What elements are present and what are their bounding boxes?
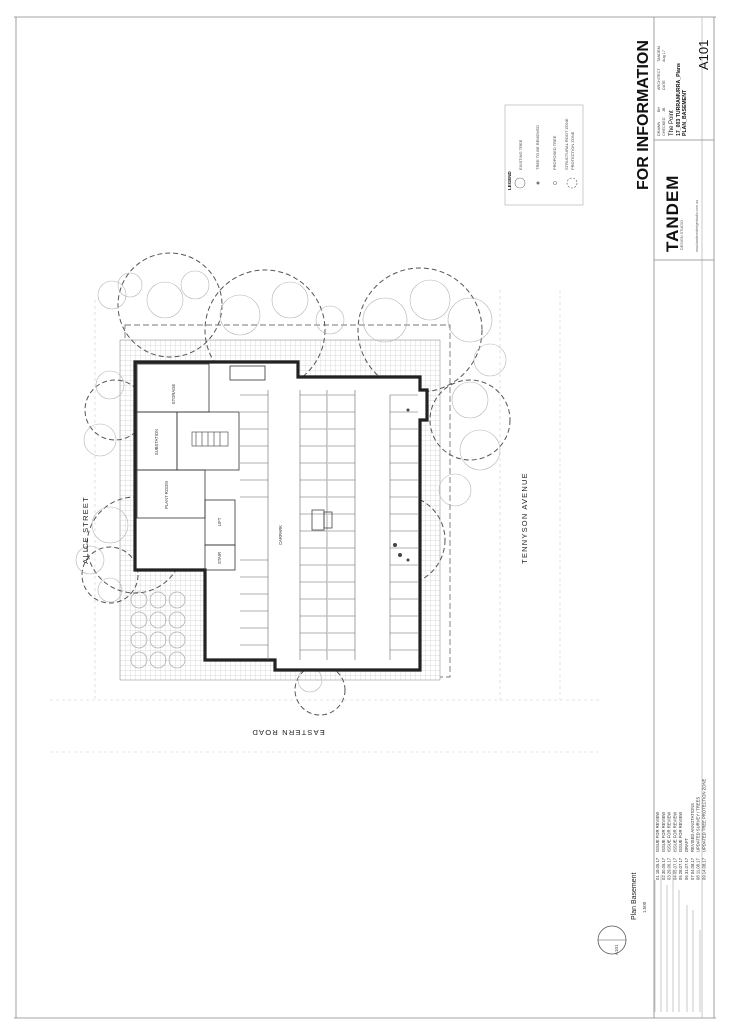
checked-value: JB (662, 107, 666, 112)
drawn-value: BH (657, 106, 661, 112)
plan-scale: 1:500 (642, 901, 647, 913)
existing-trees (75, 270, 507, 693)
general-notes (654, 870, 701, 1012)
legend-item-existing-tree: EXISTING TREE (518, 139, 523, 170)
legend-item-structural-root-zone: STRUCTURAL ROOT ZONE (564, 118, 569, 170)
firm-web: www.tandemdesignstudio.com.au (695, 200, 699, 252)
revision-description: ISSUE FOR REVIEW (667, 812, 672, 852)
revision-row: 02 30.05.17 (661, 857, 666, 880)
sheet-border (14, 16, 716, 1019)
revision-description: ISSUE FOR REVIEW (678, 812, 683, 852)
client-name: The Point (669, 110, 675, 136)
revision-row: 09 14.08.17 (701, 857, 706, 880)
central-core (311, 509, 333, 531)
revision-description: ISSUE FOR REVIEW (672, 812, 677, 852)
revision-description: ISSUE FOR REVIEW (655, 812, 660, 852)
proposed-trees (130, 591, 186, 669)
drawing-number: A101 (696, 40, 711, 70)
status-label: FOR INFORMATION (635, 40, 652, 190)
revision-description: DRAFT (684, 838, 689, 852)
architect-label: ARCHITECT (657, 68, 661, 90)
drawn-label: DRAWN (657, 122, 661, 136)
plan-title: Plan Basement (631, 872, 638, 920)
revision-description: REVISED ANNOTATIONS (690, 803, 695, 852)
stair-label: STAIR (217, 552, 222, 564)
legend-item-protection-zone: PROTECTION ZONE (570, 131, 575, 170)
column-markers (393, 408, 410, 562)
room-labels: STORAGE SUBSTATION PLANT ROOM CARPARK LI… (154, 384, 283, 564)
service-rooms (136, 363, 266, 571)
revision-description: UPDATED SURVEY / TREES (696, 796, 701, 852)
street-north-label: ALICE STREET (81, 496, 90, 564)
project-name: 17_003 TURRAMURRA_Plans (676, 63, 682, 136)
date-label: DATE (662, 80, 666, 90)
street-east-label: TENNYSON AVENUE (520, 472, 529, 564)
revision-row: 05 28.07.17 (678, 857, 683, 880)
revision-description: UPDATED TREE PROTECTION ZONE (701, 778, 706, 852)
carpark-label: CARPARK (278, 525, 283, 545)
legend: LEGEND EXISTING TREE TREE TO BE REMOVED … (504, 104, 584, 206)
sheet-title: PLAN_BASEMENT (682, 89, 688, 136)
ramp (191, 431, 229, 447)
legend-heading: LEGEND (507, 170, 512, 190)
plan-ref: A101 (614, 944, 619, 955)
checked-label: CHECKED (662, 117, 666, 136)
architect-value: TANDEM (657, 46, 661, 62)
revision-row: 01 18.05.17 (655, 857, 660, 880)
revision-row: 06 31.07.17 (684, 857, 689, 880)
revision-row: 03 29.06.17 (667, 857, 672, 880)
plant-room-label: PLANT ROOM (164, 481, 169, 509)
lift-label: LIFT (217, 517, 222, 526)
parking-bays (240, 390, 418, 660)
revision-row: 08 11.08.17 (696, 858, 701, 880)
plan-label: A101 Plan Basement 1:500 (597, 872, 647, 955)
date-value: Aug 17 (662, 50, 666, 62)
legend-item-proposed-tree: PROPOSED TREE (552, 135, 557, 170)
street-labels: ALICE STREET TENNYSON AVENUE EASTERN ROA… (81, 472, 529, 737)
revision-description: ISSUE FOR REVIEW (661, 812, 666, 852)
revision-row: 04 05.07.17 (672, 857, 677, 880)
firm-logo: TANDEM (663, 175, 682, 252)
storage-label: STORAGE (171, 384, 176, 405)
road-lines (50, 290, 600, 753)
substation-label: SUBSTATION (154, 429, 159, 455)
revision-row: 07 04.08.17 (690, 857, 695, 880)
legend-item-tree-removed: TREE TO BE REMOVED (535, 125, 540, 170)
firm-subtitle: DESIGN STUDIO (680, 220, 684, 250)
title-block: FOR INFORMATION TANDEM DESIGN STUDIO www… (635, 40, 711, 252)
street-south-label: EASTERN ROAD (251, 728, 325, 737)
